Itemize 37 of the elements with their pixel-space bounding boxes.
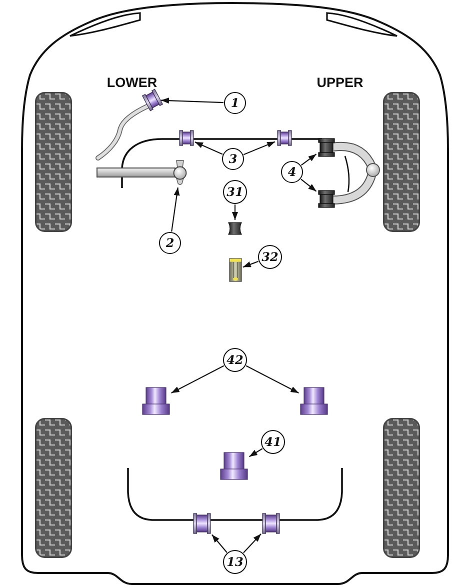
bushing-illustration [178, 130, 194, 146]
leader-arrow [171, 365, 224, 394]
callout-number: 31 [223, 180, 247, 204]
callout-number: 13 [223, 550, 247, 574]
callout-number: 42 [223, 348, 247, 372]
leader-arrow [246, 365, 299, 394]
callout-number: 1 [224, 92, 246, 114]
bushing-illustration [193, 512, 211, 534]
leader-arrow [242, 260, 258, 268]
bushing-illustration [141, 88, 163, 112]
bushing-illustration [318, 190, 334, 208]
leader-arrow [243, 141, 276, 156]
bushing-illustration [220, 452, 248, 480]
callout-number: 4 [281, 161, 303, 183]
section-label: LOWER [106, 75, 158, 90]
callout-number: 32 [258, 245, 282, 269]
callout-number: 41 [261, 430, 285, 454]
leader-arrow [211, 534, 228, 553]
bushing-illustration [300, 387, 328, 415]
bushing-illustration [318, 138, 334, 156]
callout-number: 3 [222, 148, 244, 170]
ball-joint-illustration [173, 160, 187, 186]
bushing-illustration [276, 130, 292, 146]
leader-arrow [300, 154, 317, 166]
bushing-illustration [228, 222, 242, 234]
leader-arrow [194, 142, 223, 155]
bushing-illustration [262, 512, 280, 534]
leader-arrow [249, 448, 263, 458]
bushing-illustration [142, 387, 170, 415]
leader-arrow [171, 187, 180, 232]
section-label: UPPER [316, 75, 364, 90]
bushing-illustration [228, 258, 242, 282]
leader-arrow [243, 534, 262, 554]
leader-arrow [160, 98, 224, 104]
leader-arrow [300, 178, 317, 192]
leader-arrow [232, 204, 238, 220]
callout-number: 2 [159, 232, 181, 254]
